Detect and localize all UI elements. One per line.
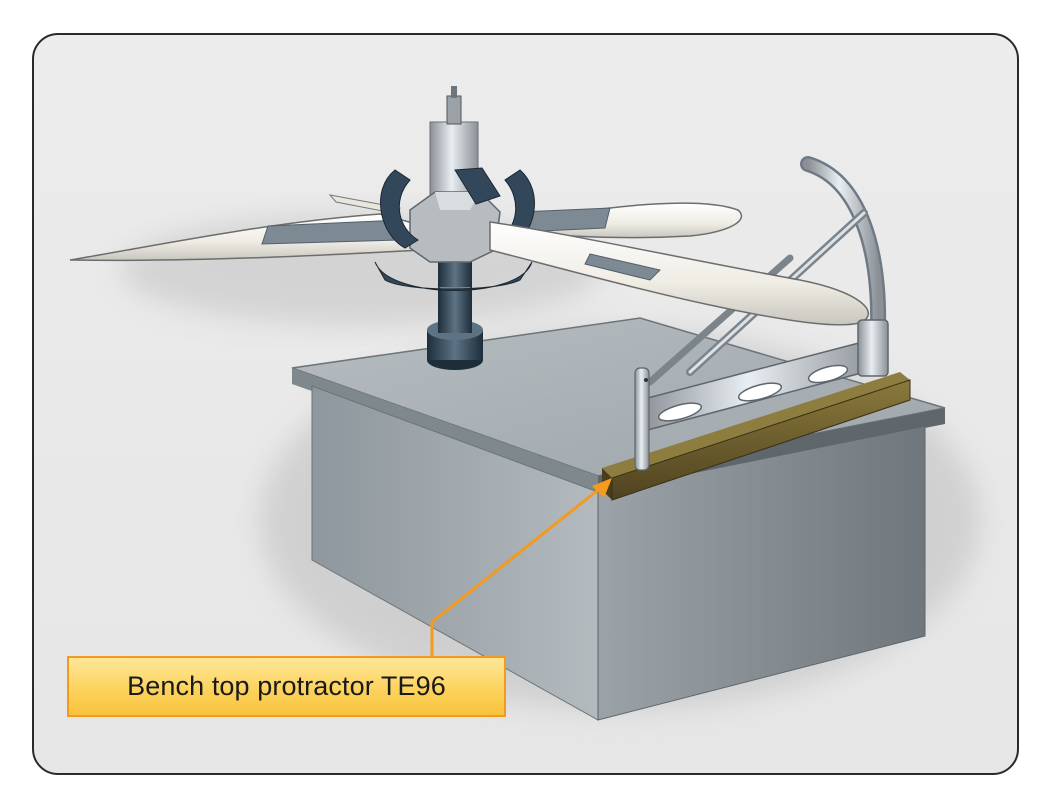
callout-label-box: Bench top protractor TE96	[67, 656, 506, 717]
protractor-arc	[800, 156, 887, 338]
callout-leader-line	[430, 478, 612, 656]
callout-label: Bench top protractor TE96	[127, 671, 446, 701]
propeller-blade-rear	[519, 202, 743, 239]
protractor-post	[634, 367, 650, 471]
propeller-hub	[380, 86, 535, 263]
